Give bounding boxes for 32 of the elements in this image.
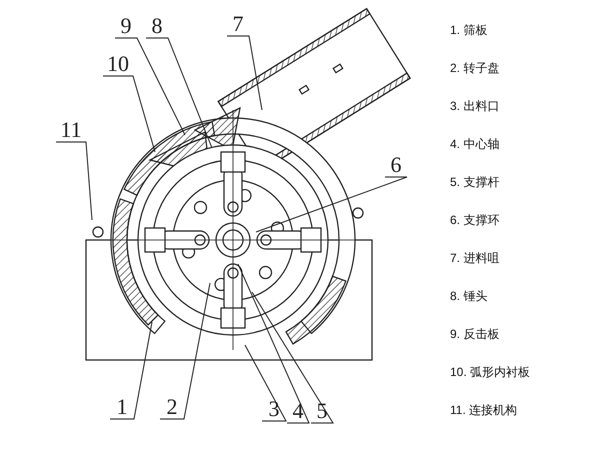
leader-line <box>102 76 156 152</box>
callout-number: 9 <box>115 14 137 38</box>
callout-number: 4 <box>287 399 309 423</box>
callout-number: 8 <box>146 14 168 38</box>
leader-line <box>114 38 186 136</box>
legend-entry: 9. 反击板 <box>450 326 500 343</box>
leader-line <box>252 292 334 424</box>
legend-entry: 11. 连接机构 <box>450 402 518 419</box>
legend-entry: 10. 弧形内衬板 <box>450 364 530 381</box>
callout-number: 6 <box>385 153 407 177</box>
legend-entry: 3. 出料口 <box>450 98 500 115</box>
legend-entry: 5. 支撑杆 <box>450 174 500 191</box>
leader-line <box>226 36 262 110</box>
leader-line <box>110 322 152 420</box>
leader-line <box>160 282 210 420</box>
leader-line <box>244 344 287 422</box>
callout-number: 2 <box>160 395 184 419</box>
callout-number: 11 <box>56 118 86 142</box>
leader-line <box>256 176 408 232</box>
leader-line <box>146 38 212 148</box>
legend-entry: 6. 支撑环 <box>450 212 500 229</box>
legend-entry: 4. 中心轴 <box>450 136 500 153</box>
callout-number: 7 <box>227 12 249 36</box>
callout-number: 10 <box>103 52 133 76</box>
legend-entry: 2. 转子盘 <box>450 60 500 77</box>
leader-line <box>238 264 310 424</box>
leader-line <box>56 142 92 220</box>
callout-number: 5 <box>311 399 333 423</box>
legend-entry: 1. 筛板 <box>450 22 488 39</box>
callout-number: 1 <box>110 395 134 419</box>
legend-entry: 8. 锤头 <box>450 288 488 305</box>
legend-entry: 7. 进料咀 <box>450 250 500 267</box>
